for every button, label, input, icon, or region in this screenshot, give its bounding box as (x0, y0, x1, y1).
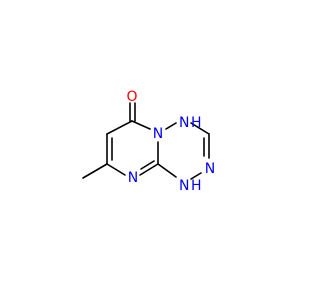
n4-hydrogen-label: H (191, 115, 202, 131)
bond-c4-c5 (106, 120, 133, 135)
n1-hydrogen-label: H (191, 178, 202, 194)
n-bridge-label: N (153, 126, 163, 142)
bond-npyr-c8a-inner (140, 160, 155, 170)
bond-npyr-c8a (139, 163, 159, 176)
molecule-canvas: O N H N N N N H (82, 89, 216, 194)
bonds (82, 102, 210, 180)
n4-label: N (179, 115, 189, 131)
n3-label: N (205, 161, 215, 177)
n1-label: N (179, 178, 189, 194)
bond-n3-n1 (190, 172, 202, 180)
bond-nbridge-n4 (165, 122, 177, 130)
bond-n4-c3 (190, 122, 210, 135)
structure-diagram: O N H N N N N H (82, 89, 215, 194)
n-pyrimidine-label: N (128, 170, 138, 186)
atom-labels: O N H N N N N H (126, 89, 215, 194)
bond-nbridge-c4 (131, 120, 151, 130)
bond-c6-npyr (106, 163, 126, 176)
bond-n1-c8a (157, 163, 177, 178)
bond-methyl (82, 163, 108, 179)
oxygen-label: O (126, 89, 137, 105)
